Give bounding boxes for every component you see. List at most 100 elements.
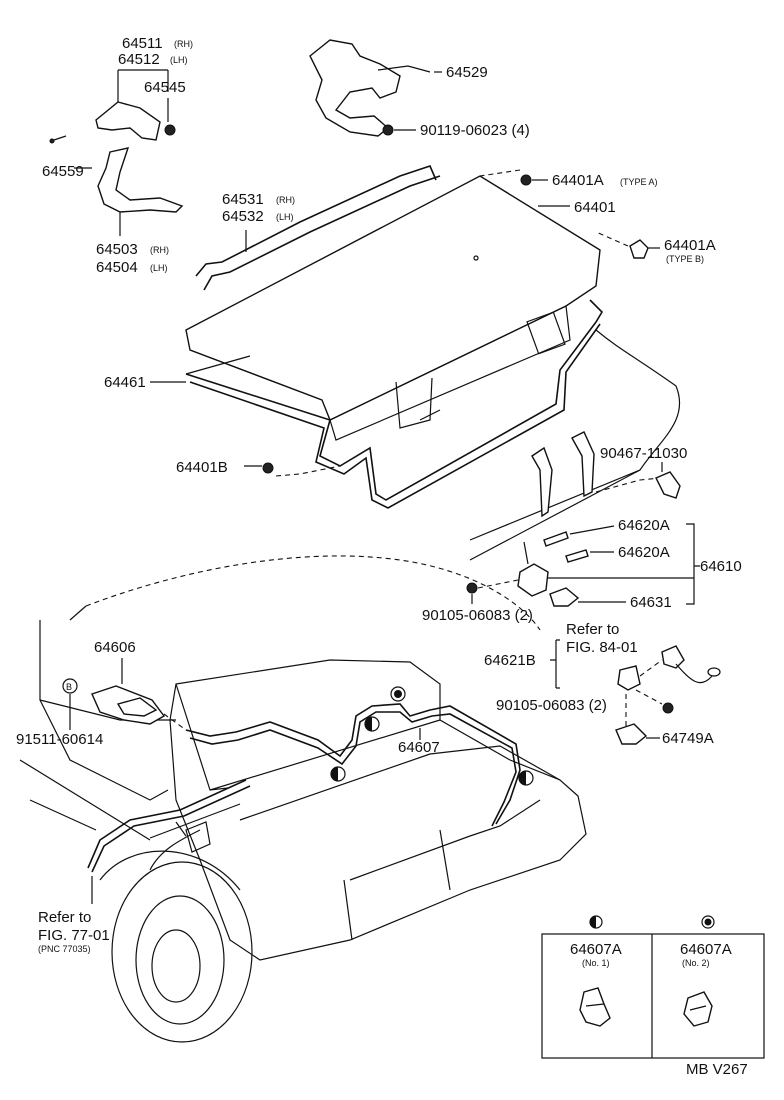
refer-77-group: Refer to FIG. 77-01 (PNC 77035) [38,909,110,954]
label-64401a-type-a: 64401A [552,172,604,189]
label-64606: 64606 [94,639,136,656]
label-64749a: 64749A [662,730,714,747]
trunk-lid-rear-face [329,305,571,441]
inset-box [541,933,765,1059]
label-90119: 90119-06023 (4) [420,122,530,139]
clamp-no2-marker [390,686,406,702]
torsion-bar-rh [195,165,437,277]
label-64504-suffix: (LH) [150,263,168,273]
hinge-64529 [309,39,401,137]
lid-recess [526,311,566,355]
label-90467: 90467-11030 [600,445,687,462]
bolt-90467 [655,471,681,499]
label-64401: 64401 [574,199,616,216]
marker-b: B [66,682,72,692]
spring-64620a-1 [543,531,569,547]
label-64503-suffix: (RH) [150,245,169,255]
bumper-64401a-type-a [520,174,532,186]
label-91511: 91511-60614 [16,731,103,748]
inset-no1-part: 64607A [570,941,622,958]
release-cable: 64607 [87,686,534,904]
clamp-inset: 64607A (No. 1) 64607A (No. 2) [541,915,765,1059]
fuel-door [185,821,211,853]
clamp-no1-marker-a [364,716,380,732]
label-90105-1: 90105-06083 (2) [422,607,533,624]
striker-plate-left [531,446,553,518]
release-lever-group: 64606 B 91511-60614 [16,639,187,748]
label-64545: 64545 [144,79,186,96]
striker-plate-right [571,431,595,498]
striker-group: 90467-11030 [531,431,687,518]
label-64621b: 64621B [484,652,536,669]
inset-no2-number: (No. 2) [682,958,710,968]
hinge-bracket-upper [95,101,161,141]
label-64631: 64631 [630,594,672,611]
refer-77-line3: (PNC 77035) [38,944,91,954]
label-90105-2: 90105-06083 (2) [496,697,607,714]
nut-90119 [382,124,394,136]
label-64532: 64532 [222,208,264,225]
inset-no2-marker [701,915,715,929]
label-64610: 64610 [700,558,742,575]
label-64620a-2: 64620A [618,544,670,561]
cable-64607-to-lever [87,779,247,869]
hinge-arm [97,147,184,213]
label-64607: 64607 [398,739,440,756]
lock-group: 64620A 64620A 64610 90105-06083 (2) 6463… [422,517,742,624]
diagram-code: MB V267 [686,1061,748,1078]
label-64532-suffix: (LH) [276,212,294,222]
torsion-bar-lh [203,175,441,291]
hinge-64529-tab [377,65,431,73]
refer-84-line2: FIG. 84-01 [566,639,638,656]
label-64512-suffix: (LH) [170,55,188,65]
body-opening [185,355,433,429]
torsion-bars: 64531 (RH) 64532 (LH) [195,165,441,291]
label-64529: 64529 [446,64,488,81]
label-64511-suffix: (RH) [174,39,193,49]
marker-b-circle [62,678,78,694]
inset-no2-part: 64607A [680,941,732,958]
label-64401b: 64401B [176,459,228,476]
label-64504: 64504 [96,259,138,276]
hinge-group-right: 64529 90119-06023 (4) [309,39,530,139]
rear-wheel [111,861,253,1043]
clamp-no2 [683,991,713,1027]
inset-no1-number: (No. 1) [582,958,610,968]
bracket-64631 [549,587,580,607]
roof-line [85,555,541,631]
bracket-64621b [550,639,560,689]
car-side [39,620,169,801]
refer-84-line1: Refer to [566,621,619,638]
clamp-no1-marker-c [518,770,534,786]
switch-64621b [617,665,641,691]
label-64401a-type-b: 64401A [664,237,716,254]
connector-64621b [661,645,685,669]
weatherstrip-outer [185,299,604,501]
bumper-64401a-type-b [629,239,649,259]
refer-77-line1: Refer to [38,909,91,926]
switch-group: Refer to FIG. 84-01 64621B 90105-06083 (… [484,621,721,747]
trunk-edge [239,745,561,821]
trunk-lid: 64401 64401A (TYPE A) 64401A (TYPE B) [185,169,716,441]
bolt-64545 [164,124,176,136]
inset-no1-marker [589,915,603,929]
label-64503: 64503 [96,241,138,258]
bolt-90105-2 [662,702,674,714]
plate-recess [343,829,451,941]
label-64531: 64531 [222,191,264,208]
clip-64749a [615,723,648,745]
label-64461: 64461 [104,374,146,391]
label-64512: 64512 [118,51,160,68]
spring-64620a-2 [565,549,589,563]
clamp-no1-marker-b [330,766,346,782]
weatherstrip-inner [189,323,601,509]
label-64559: 64559 [42,163,84,180]
bracket-64610 [686,523,700,605]
refer-77-line2: FIG. 77-01 [38,927,110,944]
cable-64607-upper [185,703,521,825]
weatherstrip: 64461 64401B [104,299,681,561]
label-64620a-1: 64620A [618,517,670,534]
car-body [19,555,587,1043]
label-64401a-type-a-suffix: (TYPE A) [620,177,658,187]
